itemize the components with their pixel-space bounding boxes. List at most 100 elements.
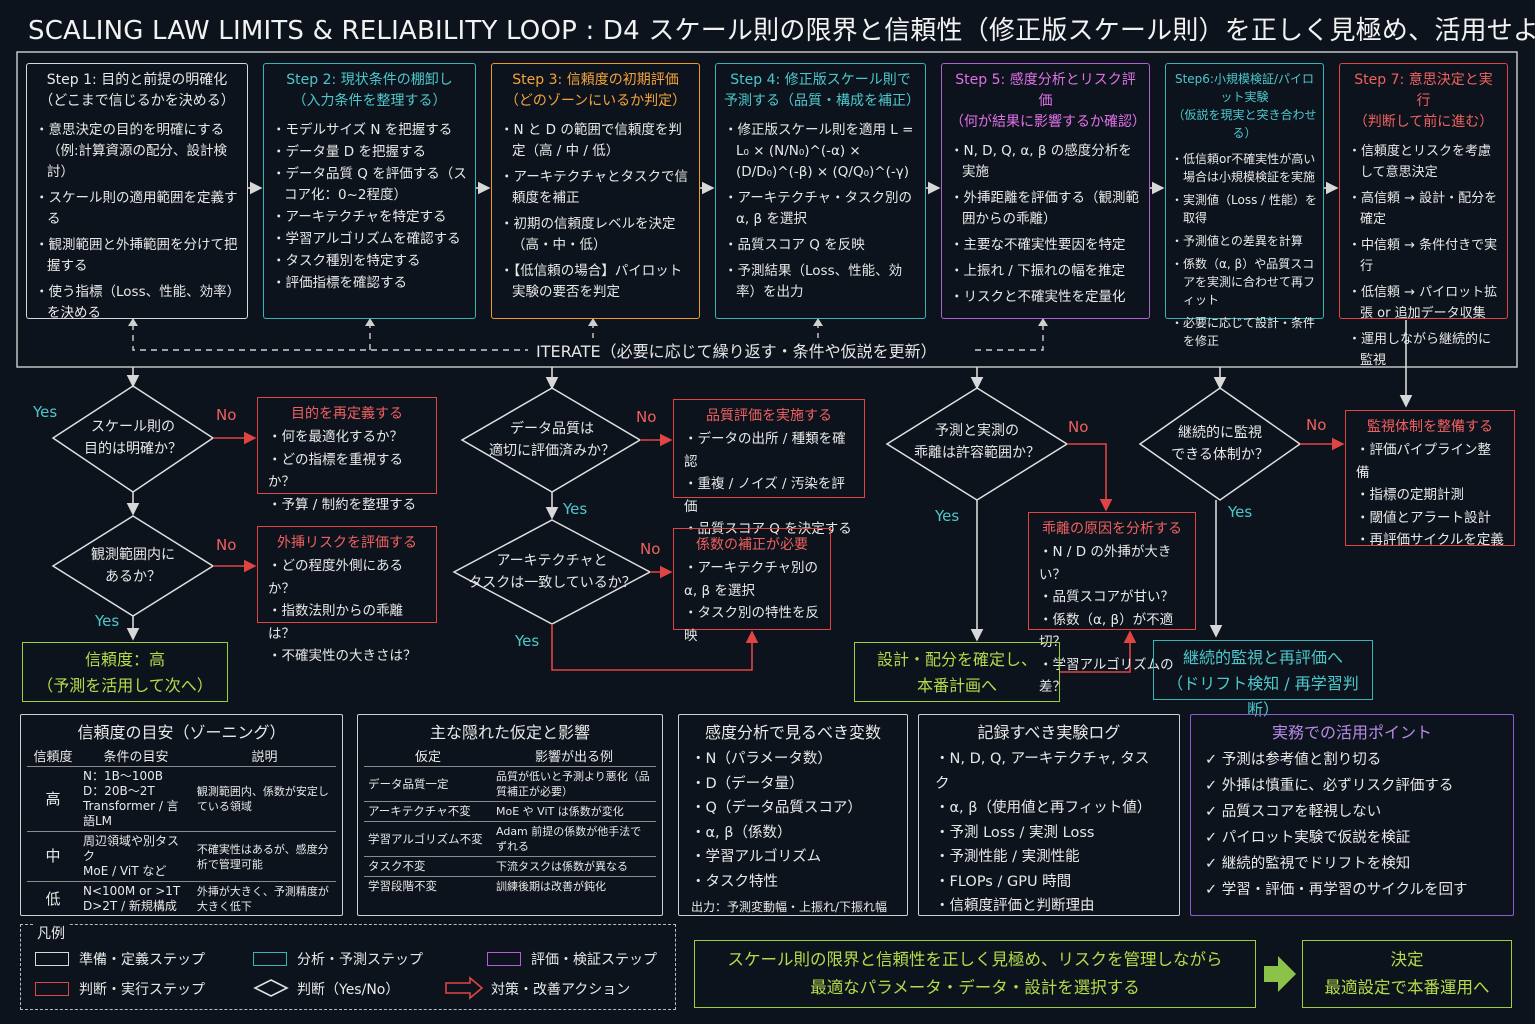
list-item: 予測性能 / 実測性能	[935, 845, 1163, 870]
panel-title: 記録すべき実験ログ	[977, 723, 1121, 742]
step-item: タスク種別を特定する	[272, 251, 467, 272]
decision-architecture: アーキテクチャとタスクは一致しているか？	[468, 553, 636, 591]
panel-title: 主な隠れた仮定と影響	[429, 723, 590, 742]
list-item: 信頼度評価と判断理由	[935, 894, 1163, 919]
step-item: 初期の信頼度レベルを決定（高・中・低）	[500, 214, 691, 256]
yes-label: Yes	[33, 403, 58, 421]
tips-panel: 実務での活用ポイント 予測は参考値と割り切る 外挿は慎重に、必ずリスク評価する …	[1190, 714, 1514, 916]
step-item: 評価指標を確認する	[272, 273, 467, 294]
step-subtitle: （仮説を現実と突き合わせる）	[1172, 108, 1317, 140]
yes-label: Yes	[95, 612, 120, 630]
step-subtitle: 予測する（品質・構成を補正）	[724, 93, 920, 109]
list-item: 学習アルゴリズム	[691, 845, 895, 870]
step-title: Step 4: 修正版スケール則で	[730, 72, 911, 88]
step-item: 実測値（Loss / 性能）を取得	[1171, 191, 1318, 227]
final-decision-box: 決定最適設定で本番運用へ	[1302, 940, 1512, 1008]
step-subtitle: （判断して前に進む）	[1353, 114, 1494, 130]
step-item: N と D の範囲で信頼度を判定（高 / 中 / 低）	[500, 120, 691, 162]
panel-title: 信頼度の目安（ゾーニング）	[77, 723, 286, 742]
step-item: 主要な不確実性要因を特定	[950, 235, 1141, 256]
assumptions-table: 仮定影響が出る例 データ品質一定品質が低いと予測より悪化（品質補正が必要） アー…	[364, 745, 656, 896]
step-5: Step 5: 感度分析とリスク評価 （何が結果に影響するか確認） N, D, Q…	[941, 63, 1150, 319]
step-item: リスクと不確実性を定量化	[950, 287, 1141, 308]
assumptions-panel: 主な隠れた仮定と影響 仮定影響が出る例 データ品質一定品質が低いと予測より悪化（…	[357, 714, 663, 916]
decision-purpose: スケール則の目的は明確か？	[84, 419, 182, 457]
decision-deviation: 予測と実測の乖離は許容範囲か？	[914, 423, 1040, 461]
step-item: 予測値との差異を計算	[1171, 232, 1318, 250]
step-item: 外挿距離を評価する（観測範囲からの乖離）	[950, 188, 1141, 230]
step-item: 中信頼 → 条件付きで実行	[1348, 235, 1499, 277]
legend-item: 判断・実行ステップ	[35, 979, 205, 999]
step-item: 低信頼or不確実性が高い場合は小規模検証を実施	[1171, 150, 1318, 186]
step-item: 品質スコア Q を反映	[724, 235, 917, 256]
panel-title: 実務での活用ポイント	[1271, 723, 1432, 742]
decision-quality: データ品質は適切に評価済みか？	[489, 421, 615, 459]
step-title: Step 5: 感度分析とリスク評価	[955, 72, 1136, 109]
legend: 凡例 準備・定義ステップ 分析・予測ステップ 評価・検証ステップ 判断・実行ステ…	[20, 923, 676, 1010]
action-redefine-purpose: 目的を再定義する 何を最適化するか？どの指標を重視するか？予算 / 制約を整理す…	[257, 397, 437, 513]
step-6: Step6:小規模検証/パイロット実験 （仮説を現実と突き合わせる） 低信頼or不…	[1165, 63, 1324, 348]
step-title: Step6:小規模検証/パイロット実験	[1174, 72, 1315, 104]
legend-item: 判断（Yes/No）	[297, 982, 400, 998]
panel-title: 感度分析で見るべき変数	[704, 723, 881, 742]
list-item: タスク特性	[691, 870, 895, 895]
result-monitoring: 継続的監視と再評価へ（ドリフト検知 / 再学習判断）	[1153, 640, 1373, 719]
result-finalize: 設計・配分を確定し、本番計画へ	[854, 642, 1060, 702]
step-item: 信頼度とリスクを考慮して意思決定	[1348, 141, 1499, 183]
list-item: 品質スコアを軽視しない	[1205, 799, 1499, 825]
list-item: D（データ量）	[691, 772, 895, 797]
step-item: アーキテクチャとタスクで信頼度を補正	[500, 167, 691, 209]
step-title: Step 2: 現状条件の棚卸し	[286, 72, 453, 88]
step-item: 運用しながら継続的に監視	[1348, 329, 1499, 371]
step-item: 低信頼 → パイロット拡張 or 追加データ収集	[1348, 282, 1499, 324]
table-row: 中周辺領域や別タスク MoE / ViT など不確実性はあるが、感度分析で管理可…	[27, 831, 336, 882]
decision-diamond	[1138, 387, 1302, 501]
table-row: 学習段階不変訓練後期は改善が鈍化	[364, 876, 656, 896]
steps-frame	[16, 51, 1518, 368]
action-extrapolation-risk: 外挿リスクを評価する どの程度外側にあるか？指数法則からの乖離は？不確実性の大き…	[257, 526, 437, 664]
action-quality-eval: 品質評価を実施する データの出所 / 種類を確認重複 / ノイズ / 汚染を評価…	[673, 399, 865, 537]
step-item: 【低信頼の場合】パイロット実験の要否を判定	[500, 261, 691, 303]
list-item: 予測 Loss / 実測 Loss	[935, 821, 1163, 846]
legend-title: 凡例	[33, 923, 69, 943]
yes-label: Yes	[1228, 503, 1253, 521]
list-item: 予測は参考値と割り切る	[1205, 747, 1499, 773]
page-title: SCALING LAW LIMITS & RELIABILITY LOOP : …	[28, 16, 1535, 46]
legend-item: 評価・検証ステップ	[487, 949, 657, 969]
list-item: α, β（係数）	[691, 821, 895, 846]
list-item: N（パラメータ数）	[691, 747, 895, 772]
no-label: No	[216, 406, 237, 424]
step-subtitle: （何が結果に影響するか確認）	[950, 114, 1146, 130]
step-1: Step 1: 目的と前提の明確化（どこまで信じるかを決める） 意思決定の目的を…	[26, 63, 248, 321]
step-item: スケール則の適用範囲を定義する	[35, 188, 239, 230]
list-item: 外挿は慎重に、必ずリスク評価する	[1205, 773, 1499, 799]
decision-monitoring: 継続的に監視できる体制か？	[1171, 425, 1269, 463]
result-high-confidence: 信頼度：高（予測を活用して次へ）	[22, 642, 228, 702]
legend-item: 分析・予測ステップ	[253, 949, 423, 969]
no-label: No	[640, 540, 661, 558]
step-item: データ品質 Q を評価する（スコア化：0~2程度）	[272, 164, 467, 206]
no-label: No	[636, 408, 657, 426]
no-label: No	[216, 536, 237, 554]
step-subtitle: （入力条件を整理する）	[292, 93, 447, 109]
step-item: 係数（α, β）や品質スコアを実測に合わせて再フィット	[1171, 255, 1318, 309]
list-item: 継続的監視でドリフトを検知	[1205, 851, 1499, 877]
list-item: パイロット実験で仮説を検証	[1205, 825, 1499, 851]
summary-arrow-icon	[1264, 956, 1296, 992]
logs-panel: 記録すべき実験ログ N, D, Q, アーキテクチャ, タスク α, β（使用値…	[918, 714, 1180, 916]
step-subtitle: （どのゾーンにいるか判定）	[504, 93, 687, 109]
step-3: Step 3: 信頼度の初期評価（どのゾーンにいるか判定） N と D の範囲で…	[491, 63, 700, 319]
step-item: 上振れ / 下振れの幅を推定	[950, 261, 1141, 282]
step-item: 修正版スケール則を適用 L = L₀ × (N/N₀)^(-α) × (D/D₀…	[724, 120, 917, 183]
iterate-label: ITERATE（必要に応じて繰り返す・条件や仮説を更新）	[530, 338, 943, 362]
step-item: 必要に応じて設計・条件を修正	[1171, 314, 1318, 350]
step-item: N, D, Q, α, β の感度分析を実施	[950, 141, 1141, 183]
step-item: アーキテクチャを特定する	[272, 207, 467, 228]
no-label: No	[1068, 418, 1089, 436]
